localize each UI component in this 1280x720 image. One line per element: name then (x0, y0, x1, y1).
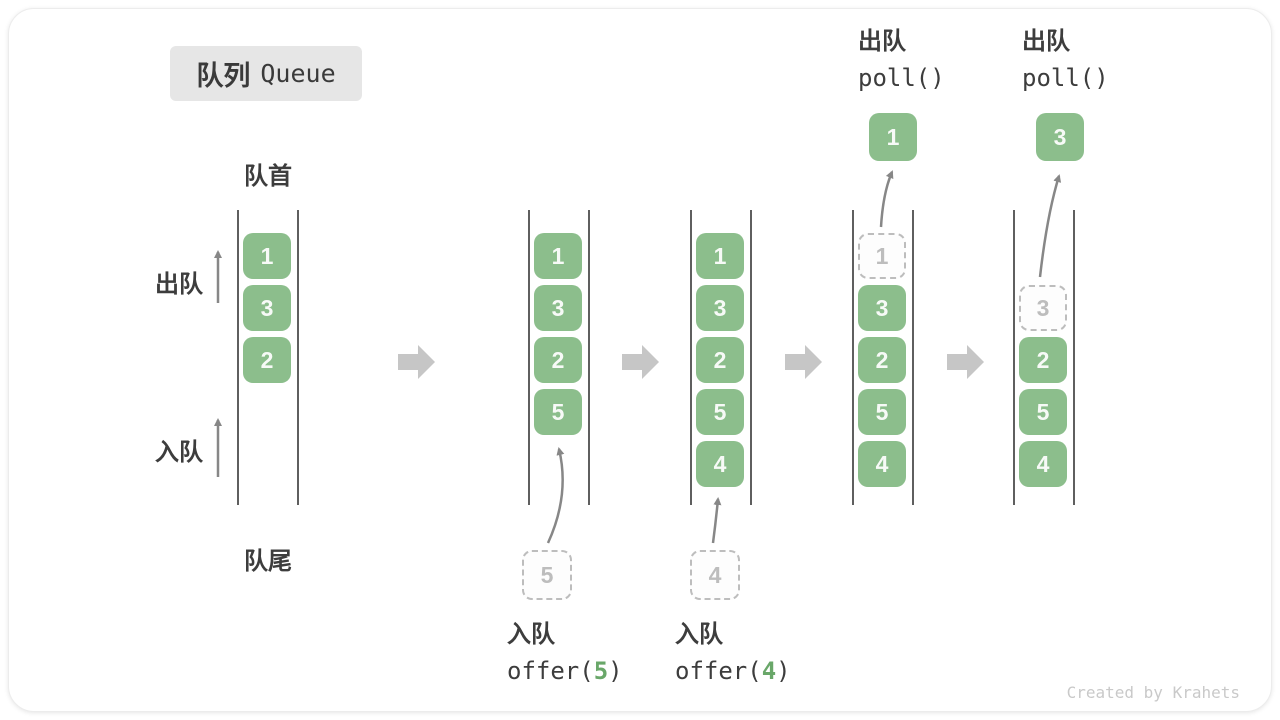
code-arg: 5 (593, 657, 609, 685)
queue-cell: 3 (534, 285, 582, 331)
dequeue-caption-2: 出队 poll() (1022, 24, 1109, 96)
queue-cell: 2 (696, 337, 744, 383)
enqueue-side-label: 入队 (155, 439, 203, 466)
queue-5-wall (1013, 210, 1015, 505)
title-english: Queue (260, 59, 336, 88)
queue-cell: 5 (534, 389, 582, 435)
dequeue-caption-1-code: poll() (858, 64, 945, 92)
dequeued-element-box: 1 (869, 113, 917, 161)
queue-tail-label: 队尾 (244, 548, 292, 575)
diagram-title: 队列 Queue (170, 46, 362, 101)
dequeued-ghost-cell: 3 (1019, 285, 1067, 331)
queue-cell: 4 (696, 441, 744, 487)
incoming-element-box: 5 (522, 550, 572, 600)
title-chinese: 队列 (196, 61, 251, 91)
queue-cell: 1 (243, 233, 291, 279)
code-text: offer( (675, 657, 762, 685)
code-text: ) (608, 657, 623, 685)
queue-cell: 2 (534, 337, 582, 383)
queue-cell: 5 (696, 389, 744, 435)
dequeued-element-box: 3 (1036, 113, 1084, 161)
queue-1-wall (237, 210, 239, 505)
dequeue-side-label: 出队 (155, 271, 203, 298)
queue-cell: 3 (858, 285, 906, 331)
code-arg: 4 (761, 657, 777, 685)
enqueue-caption-2: 入队 offer(4) (675, 617, 791, 689)
dequeued-ghost-cell: 1 (858, 233, 906, 279)
diagram-card (8, 8, 1272, 712)
queue-5-wall (1073, 210, 1075, 505)
queue-cell: 2 (858, 337, 906, 383)
code-text: offer( (507, 657, 594, 685)
dequeue-caption-1: 出队 poll() (858, 24, 945, 96)
queue-cell: 1 (696, 233, 744, 279)
queue-cell: 3 (696, 285, 744, 331)
queue-cell: 1 (534, 233, 582, 279)
queue-cell: 2 (243, 337, 291, 383)
dequeue-caption-2-code: poll() (1022, 64, 1109, 92)
dequeue-caption-1-label: 出队 (858, 28, 906, 55)
queue-cell: 5 (858, 389, 906, 435)
queue-4-wall (912, 210, 914, 505)
enqueue-caption-1-code: offer(5) (507, 653, 623, 689)
queue-cell: 2 (1019, 337, 1067, 383)
queue-3-wall (750, 210, 752, 505)
queue-2-wall (588, 210, 590, 505)
queue-cell: 3 (243, 285, 291, 331)
watermark: Created by Krahets (1066, 683, 1240, 702)
enqueue-caption-1: 入队 offer(5) (507, 617, 623, 689)
queue-4-wall (852, 210, 854, 505)
queue-3-wall (690, 210, 692, 505)
code-text: ) (776, 657, 791, 685)
queue-head-label: 队首 (244, 163, 292, 190)
dequeue-caption-2-label: 出队 (1022, 28, 1070, 55)
incoming-element-box: 4 (690, 550, 740, 600)
queue-2-wall (528, 210, 530, 505)
queue-cell: 4 (1019, 441, 1067, 487)
enqueue-caption-2-code: offer(4) (675, 653, 791, 689)
queue-1-wall (297, 210, 299, 505)
queue-cell: 4 (858, 441, 906, 487)
enqueue-caption-1-label: 入队 (507, 621, 555, 648)
enqueue-caption-2-label: 入队 (675, 621, 723, 648)
queue-cell: 5 (1019, 389, 1067, 435)
